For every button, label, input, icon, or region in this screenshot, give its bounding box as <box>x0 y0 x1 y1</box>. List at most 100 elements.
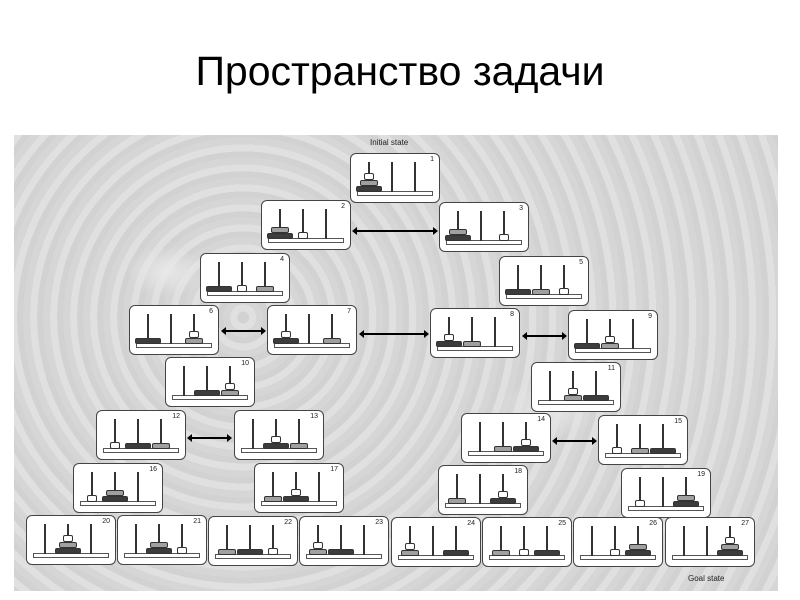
peg <box>318 472 320 502</box>
disk-large <box>263 443 289 449</box>
disk-large <box>273 338 299 344</box>
disk-medium <box>323 338 341 344</box>
state-number: 15 <box>674 418 682 425</box>
disk-small <box>568 388 578 395</box>
state-number: 16 <box>149 466 157 473</box>
peg <box>502 422 504 452</box>
disk-small <box>444 334 454 341</box>
disk-small <box>498 491 508 498</box>
disk-small <box>313 542 323 549</box>
state-number: 27 <box>741 520 749 527</box>
state-number: 19 <box>697 471 705 478</box>
disk-small <box>559 288 569 295</box>
disk-small <box>281 331 291 338</box>
disk-medium <box>360 180 378 186</box>
disk-medium <box>218 549 236 555</box>
peg <box>549 371 551 401</box>
peg <box>302 209 304 239</box>
peg <box>147 314 149 344</box>
double-arrow-7-8 <box>359 330 429 338</box>
peg <box>170 314 172 344</box>
peg <box>409 526 411 556</box>
disk-large <box>574 343 600 349</box>
disk-small <box>405 543 415 550</box>
peg <box>249 525 251 555</box>
disk-medium <box>629 544 647 550</box>
peg <box>272 472 274 502</box>
peg <box>662 424 664 454</box>
disk-small <box>291 489 301 496</box>
peg <box>391 162 393 192</box>
disk-medium <box>150 542 168 548</box>
state-box-27: 27 <box>665 517 755 567</box>
state-box-9: 9 <box>568 310 658 360</box>
disk-large <box>194 390 220 396</box>
state-number: 5 <box>579 259 583 266</box>
peg <box>683 526 685 556</box>
disk-large <box>443 550 469 556</box>
peg <box>614 526 616 556</box>
double-arrow-6-7 <box>221 327 266 335</box>
disk-medium <box>721 544 739 550</box>
disk-medium <box>185 338 203 344</box>
peg <box>325 209 327 239</box>
disk-large <box>717 550 743 556</box>
disk-medium <box>677 495 695 501</box>
state-box-6: 6 <box>129 305 219 355</box>
disk-medium <box>564 395 582 401</box>
disk-large <box>356 186 382 192</box>
peg <box>340 525 342 555</box>
disk-small <box>521 439 531 446</box>
peg <box>275 419 277 449</box>
disk-medium <box>290 443 308 449</box>
peg <box>662 477 664 507</box>
peg <box>517 265 519 295</box>
peg-base <box>672 555 748 560</box>
peg-base <box>398 555 474 560</box>
double-arrow-8-9 <box>522 332 567 340</box>
state-number: 6 <box>209 308 213 315</box>
peg <box>639 424 641 454</box>
state-number: 11 <box>607 365 615 372</box>
disk-medium <box>309 549 327 555</box>
peg <box>218 262 220 292</box>
peg <box>523 526 525 556</box>
state-box-5: 5 <box>499 256 589 306</box>
state-box-2: 2 <box>261 200 351 250</box>
peg <box>479 474 481 504</box>
disk-medium <box>631 448 649 454</box>
state-number: 21 <box>193 518 201 525</box>
disk-large <box>673 501 699 507</box>
disk-large <box>102 496 128 502</box>
disk-small <box>635 500 645 507</box>
state-box-22: 22 <box>208 516 298 566</box>
state-number: 26 <box>649 520 657 527</box>
state-box-11: 11 <box>531 362 621 412</box>
disk-small <box>110 442 120 449</box>
state-box-21: 21 <box>117 515 207 565</box>
disk-small <box>271 436 281 443</box>
disk-large <box>513 446 539 452</box>
disk-medium <box>264 496 282 502</box>
disk-small <box>610 549 620 556</box>
disk-medium <box>532 289 550 295</box>
peg <box>181 524 183 554</box>
peg <box>494 317 496 347</box>
disk-medium <box>601 343 619 349</box>
disk-large <box>625 550 651 556</box>
slide-title: Пространство задачи <box>195 48 605 94</box>
disk-small <box>605 336 615 343</box>
peg <box>44 524 46 554</box>
peg <box>632 319 634 349</box>
disk-medium <box>221 390 239 396</box>
peg <box>137 419 139 449</box>
peg <box>206 366 208 396</box>
peg <box>298 419 300 449</box>
state-box-15: 15 <box>598 415 688 465</box>
peg <box>272 525 274 555</box>
peg <box>114 419 116 449</box>
peg <box>241 262 243 292</box>
state-box-18: 18 <box>438 465 528 515</box>
disk-large <box>490 498 516 504</box>
state-number: 22 <box>284 519 292 526</box>
